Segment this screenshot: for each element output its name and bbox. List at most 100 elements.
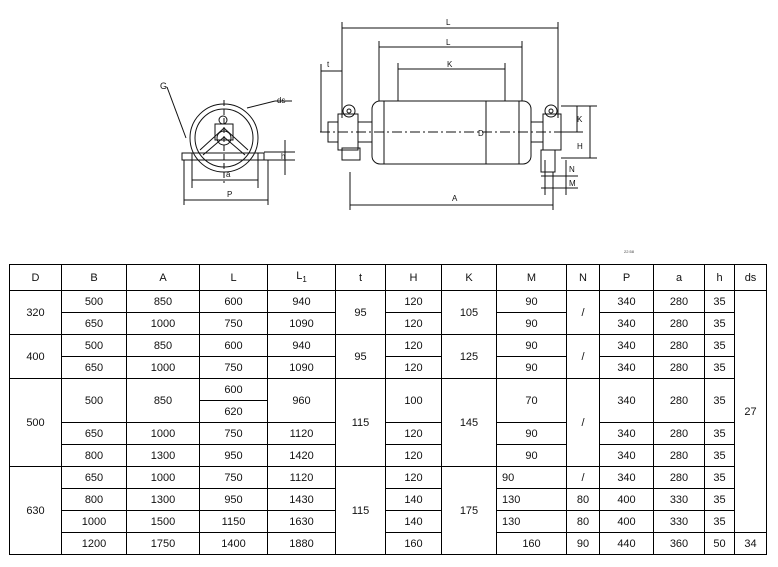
label-l: L bbox=[446, 38, 451, 47]
cell-h: 35 bbox=[704, 378, 735, 423]
cell-b: 500 bbox=[61, 290, 127, 313]
cell-d: 320 bbox=[9, 290, 62, 335]
cell-n: 90 bbox=[566, 532, 600, 555]
header-t: t bbox=[335, 264, 386, 291]
cell-a-length: 1300 bbox=[126, 488, 200, 511]
label-ds: ds bbox=[277, 96, 285, 105]
cell-l: 600 bbox=[199, 378, 268, 401]
cell-l: 600 bbox=[199, 290, 268, 313]
table-row: 650 1000 750 1090 120 90 340 280 35 bbox=[10, 356, 767, 379]
cell-a: 280 bbox=[653, 356, 705, 379]
table-row: 800 1300 950 1430 140 130 80 400 330 35 bbox=[10, 488, 767, 511]
cell-p: 340 bbox=[599, 290, 654, 313]
cell-b: 800 bbox=[61, 444, 127, 467]
cell-a-length: 850 bbox=[126, 378, 200, 423]
header-ds: ds bbox=[734, 264, 767, 291]
cell-a: 280 bbox=[653, 334, 705, 357]
cell-a: 280 bbox=[653, 466, 705, 489]
cell-l: 750 bbox=[199, 356, 268, 379]
cell-h: 35 bbox=[704, 444, 735, 467]
table-row: 800 1300 950 1420 120 90 340 280 35 bbox=[10, 444, 767, 467]
cell-a-length: 1500 bbox=[126, 510, 200, 533]
cell-h-upper: 160 bbox=[385, 532, 442, 555]
cell-a-length: 1000 bbox=[126, 312, 200, 335]
cell-a-length: 1000 bbox=[126, 356, 200, 379]
cell-m: 90 bbox=[496, 444, 567, 467]
label-h: h bbox=[281, 152, 285, 161]
cell-b: 650 bbox=[61, 312, 127, 335]
table-row: 650 1000 750 1090 120 90 340 280 35 bbox=[10, 312, 767, 335]
cell-l1: 940 bbox=[267, 290, 336, 313]
cell-m: 90 bbox=[496, 290, 567, 313]
cell-b: 500 bbox=[61, 378, 127, 423]
cell-h-upper: 120 bbox=[385, 466, 442, 489]
table-row: 1000 1500 1150 1630 140 130 80 400 330 3… bbox=[10, 510, 767, 533]
cell-l: 600 bbox=[199, 334, 268, 357]
cell-l1: 1430 bbox=[267, 488, 336, 511]
cell-h: 35 bbox=[704, 356, 735, 379]
label-n: N bbox=[569, 165, 575, 174]
cell-h-upper: 120 bbox=[385, 312, 442, 335]
cell-h-upper: 140 bbox=[385, 488, 442, 511]
header-b: B bbox=[61, 264, 127, 291]
cell-k: 125 bbox=[441, 334, 497, 379]
cell-t: 95 bbox=[335, 334, 386, 379]
cell-b: 500 bbox=[61, 334, 127, 357]
cell-l: 620 bbox=[199, 400, 268, 423]
cell-h-upper: 140 bbox=[385, 510, 442, 533]
cell-a-length: 1750 bbox=[126, 532, 200, 555]
cell-l: 750 bbox=[199, 312, 268, 335]
table-row: 630 650 1000 750 1120 115 120 175 90 / 3… bbox=[9, 466, 767, 555]
header-k: K bbox=[441, 264, 497, 291]
label-h-side: H bbox=[577, 142, 583, 151]
cell-n: / bbox=[566, 290, 600, 335]
cell-n: / bbox=[566, 466, 600, 489]
header-n: N bbox=[566, 264, 600, 291]
cell-l1: 1120 bbox=[267, 466, 336, 489]
dimension-table: D B A L L1 t H K M N P a h ds 320 500 85… bbox=[9, 264, 767, 555]
cell-a: 280 bbox=[653, 290, 705, 313]
cell-l: 1400 bbox=[199, 532, 268, 555]
cell-n: / bbox=[566, 334, 600, 379]
cell-h-upper: 120 bbox=[385, 444, 442, 467]
cell-l1: 940 bbox=[267, 334, 336, 357]
cell-m: 90 bbox=[496, 312, 567, 335]
front-view bbox=[320, 22, 597, 210]
cell-p: 340 bbox=[599, 378, 654, 423]
cell-t: 95 bbox=[335, 290, 386, 335]
cell-h: 35 bbox=[704, 488, 735, 511]
table-row: 320 500 850 600 940 95 120 105 90 / 340 … bbox=[9, 290, 767, 533]
table-row: 500 500 850 600 960 115 100 145 70 / 340… bbox=[9, 378, 767, 467]
cell-p: 340 bbox=[599, 334, 654, 357]
cell-h-upper: 100 bbox=[385, 378, 442, 423]
cell-h-upper: 120 bbox=[385, 334, 442, 357]
cell-m: 130 bbox=[496, 488, 567, 511]
header-d: D bbox=[9, 264, 62, 291]
cell-h: 35 bbox=[704, 334, 735, 357]
cell-h: 35 bbox=[704, 510, 735, 533]
cell-l: 750 bbox=[199, 466, 268, 489]
table-row: 1200 1750 1400 1880 160 160 90 440 360 5… bbox=[10, 532, 767, 555]
cell-l: 950 bbox=[199, 444, 268, 467]
label-d: D bbox=[478, 129, 484, 138]
cell-l: 1150 bbox=[199, 510, 268, 533]
cell-l1: 1420 bbox=[267, 444, 336, 467]
cell-h: 35 bbox=[704, 290, 735, 313]
cell-h-upper: 120 bbox=[385, 290, 442, 313]
header-m: M bbox=[496, 264, 567, 291]
cell-b: 650 bbox=[61, 466, 127, 489]
cell-h: 35 bbox=[704, 422, 735, 445]
table-header-row: D B A L L1 t H K M N P a h ds bbox=[9, 264, 767, 291]
cell-h: 50 bbox=[704, 532, 735, 555]
label-k-side: K bbox=[577, 115, 583, 124]
cell-h-upper: 120 bbox=[385, 356, 442, 379]
cell-a: 280 bbox=[653, 312, 705, 335]
cell-p: 340 bbox=[599, 422, 654, 445]
cell-ds: 34 bbox=[734, 532, 767, 555]
cell-l1: 1090 bbox=[267, 356, 336, 379]
label-a-length: A bbox=[452, 194, 458, 203]
cell-k: 105 bbox=[441, 290, 497, 335]
cell-l1: 1120 bbox=[267, 422, 336, 445]
cell-b: 1000 bbox=[61, 510, 127, 533]
cell-a: 280 bbox=[653, 444, 705, 467]
